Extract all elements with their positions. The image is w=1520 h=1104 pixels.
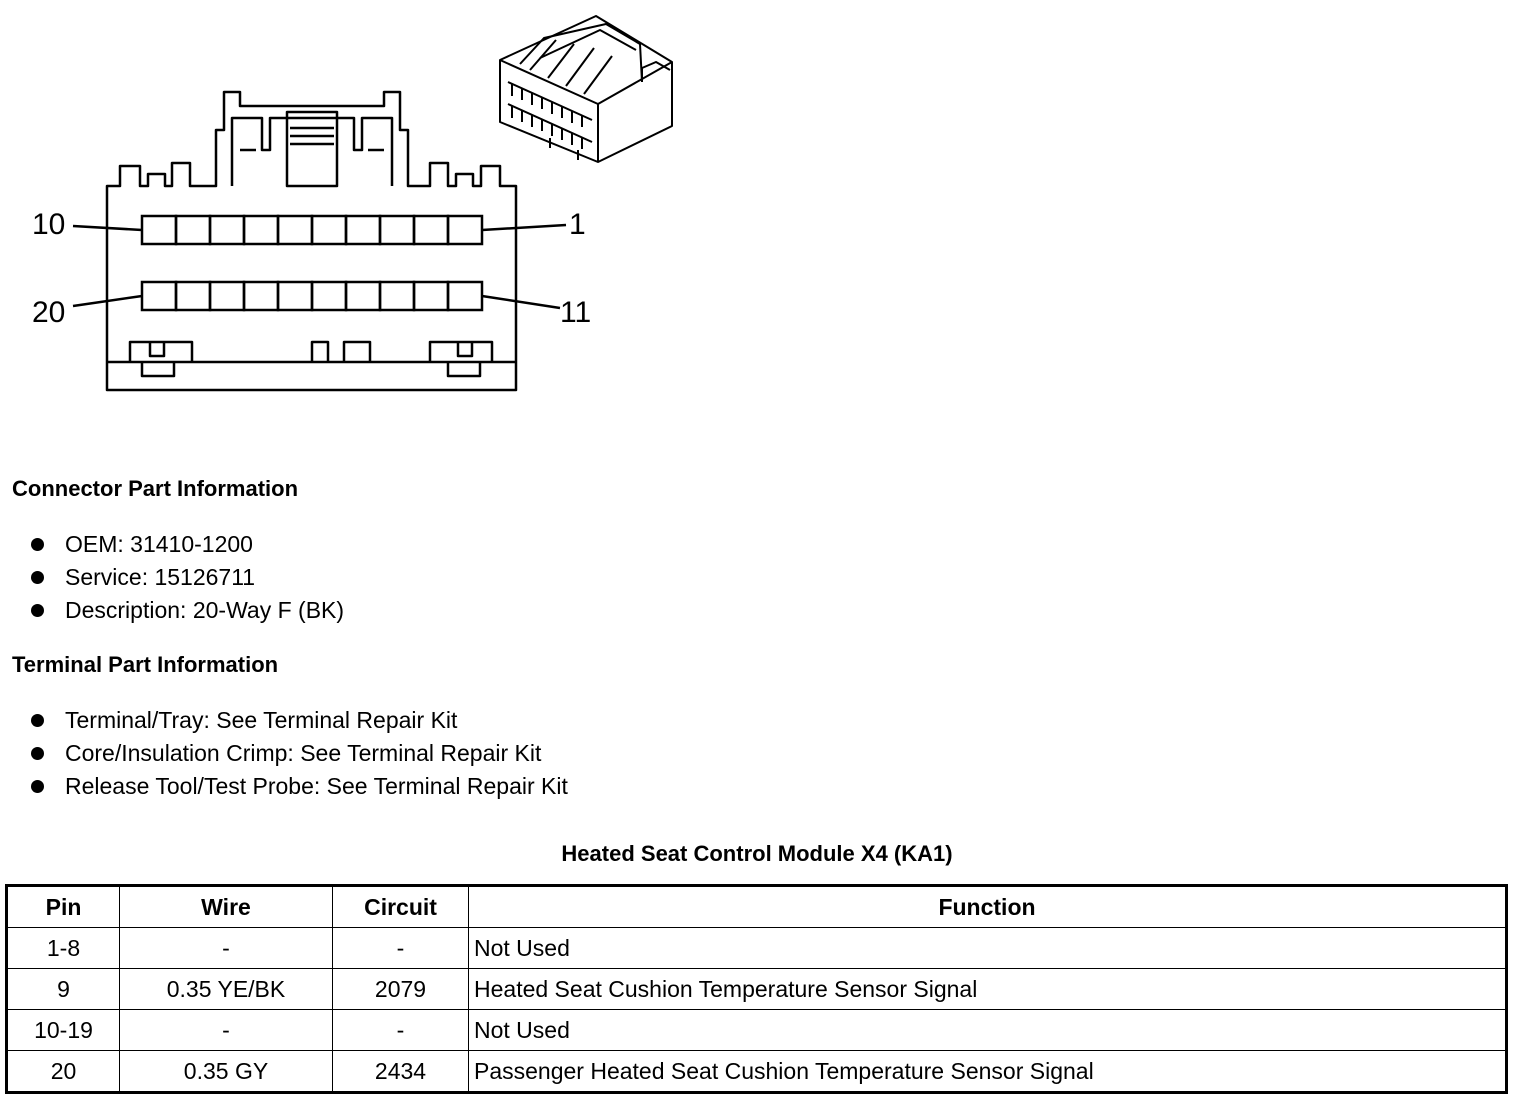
connector-foot-middle xyxy=(310,340,372,362)
bullet-icon xyxy=(31,714,44,727)
pin-label-10: 10 xyxy=(32,208,65,241)
cavity-row-top xyxy=(140,214,484,246)
terminal-cavity-12 xyxy=(412,280,450,312)
cell-wire: 0.35 YE/BK xyxy=(119,968,333,1010)
connector-part-info-list: OEM: 31410-1200 Service: 15126711 Descri… xyxy=(28,530,344,629)
terminal-cavity-10 xyxy=(140,214,178,246)
cell-pin: 1-8 xyxy=(6,927,120,969)
list-item: Service: 15126711 xyxy=(28,563,344,596)
cell-function: Not Used xyxy=(468,927,1507,969)
cell-circuit: 2434 xyxy=(332,1050,469,1093)
table-row: 10-19 - - Not Used xyxy=(6,1009,1507,1051)
cavity-row-bottom xyxy=(140,280,484,312)
connector-body-outline xyxy=(105,90,518,392)
terminal-cavity-5 xyxy=(310,214,348,246)
pin-label-11: 11 xyxy=(560,296,591,329)
connector-foot-left xyxy=(128,340,194,378)
pin-label-1: 1 xyxy=(569,208,586,241)
bullet-icon xyxy=(31,604,44,617)
bullet-icon xyxy=(31,571,44,584)
list-item: Description: 20-Way F (BK) xyxy=(28,596,344,629)
cell-wire: - xyxy=(119,1009,333,1051)
table-caption: Heated Seat Control Module X4 (KA1) xyxy=(561,841,953,866)
connector-diagram: 10 1 20 11 xyxy=(32,15,673,392)
terminal-cavity-2 xyxy=(412,214,450,246)
list-item-text: Service: 15126711 xyxy=(65,564,256,590)
terminal-cavity-18 xyxy=(208,280,246,312)
pinout-table: Pin Wire Circuit Function 1-8 - - Not Us… xyxy=(5,884,1508,1094)
list-item: Core/Insulation Crimp: See Terminal Repa… xyxy=(28,739,568,772)
table-row: 1-8 - - Not Used xyxy=(6,927,1507,969)
cell-wire: - xyxy=(119,927,333,969)
connector-part-info-heading: Connector Part Information xyxy=(12,476,299,501)
list-item-text: Terminal/Tray: See Terminal Repair Kit xyxy=(65,707,458,733)
cell-pin: 9 xyxy=(6,968,120,1010)
cell-circuit: - xyxy=(332,927,469,969)
bullet-icon xyxy=(31,747,44,760)
list-item-text: Description: 20-Way F (BK) xyxy=(65,597,345,623)
terminal-cavity-11 xyxy=(446,280,484,312)
terminal-part-info-list: Terminal/Tray: See Terminal Repair Kit C… xyxy=(28,706,568,805)
list-item-text: Release Tool/Test Probe: See Terminal Re… xyxy=(65,773,568,799)
bullet-icon xyxy=(31,780,44,793)
connector-latch-outline xyxy=(230,116,394,186)
terminal-cavity-13 xyxy=(378,280,416,312)
terminal-cavity-3 xyxy=(378,214,416,246)
column-header-wire: Wire xyxy=(119,885,333,928)
cell-wire: 0.35 GY xyxy=(119,1050,333,1093)
terminal-cavity-6 xyxy=(276,214,314,246)
table-row: 9 0.35 YE/BK 2079 Heated Seat Cushion Te… xyxy=(6,968,1507,1010)
list-item: Terminal/Tray: See Terminal Repair Kit xyxy=(28,706,568,739)
terminal-cavity-20 xyxy=(140,280,178,312)
cell-function: Not Used xyxy=(468,1009,1507,1051)
connector-isometric-view xyxy=(499,15,673,163)
terminal-cavity-8 xyxy=(208,214,246,246)
bullet-icon xyxy=(31,538,44,551)
column-header-function: Function xyxy=(468,885,1507,928)
terminal-cavity-19 xyxy=(174,280,212,312)
list-item-text: Core/Insulation Crimp: See Terminal Repa… xyxy=(65,740,542,766)
list-item-text: OEM: 31410-1200 xyxy=(65,531,253,557)
terminal-cavity-15 xyxy=(310,280,348,312)
terminal-cavity-9 xyxy=(174,214,212,246)
terminal-cavity-14 xyxy=(344,280,382,312)
cell-pin: 20 xyxy=(6,1050,120,1093)
cell-circuit: - xyxy=(332,1009,469,1051)
connector-latch-window xyxy=(285,110,339,188)
connector-foot-right xyxy=(428,340,494,378)
table-row: 20 0.35 GY 2434 Passenger Heated Seat Cu… xyxy=(6,1050,1507,1093)
terminal-cavity-7 xyxy=(242,214,280,246)
table-header-row: Pin Wire Circuit Function xyxy=(6,885,1507,928)
pin-label-20: 20 xyxy=(32,296,65,329)
cell-function: Passenger Heated Seat Cushion Temperatur… xyxy=(468,1050,1507,1093)
list-item: OEM: 31410-1200 xyxy=(28,530,344,563)
column-header-pin: Pin xyxy=(6,885,120,928)
terminal-cavity-1 xyxy=(446,214,484,246)
cell-function: Heated Seat Cushion Temperature Sensor S… xyxy=(468,968,1507,1010)
cell-circuit: 2079 xyxy=(332,968,469,1010)
terminal-cavity-4 xyxy=(344,214,382,246)
terminal-cavity-17 xyxy=(242,280,280,312)
list-item: Release Tool/Test Probe: See Terminal Re… xyxy=(28,772,568,805)
terminal-cavity-16 xyxy=(276,280,314,312)
terminal-part-info-heading: Terminal Part Information xyxy=(12,652,279,677)
column-header-circuit: Circuit xyxy=(332,885,469,928)
cell-pin: 10-19 xyxy=(6,1009,120,1051)
